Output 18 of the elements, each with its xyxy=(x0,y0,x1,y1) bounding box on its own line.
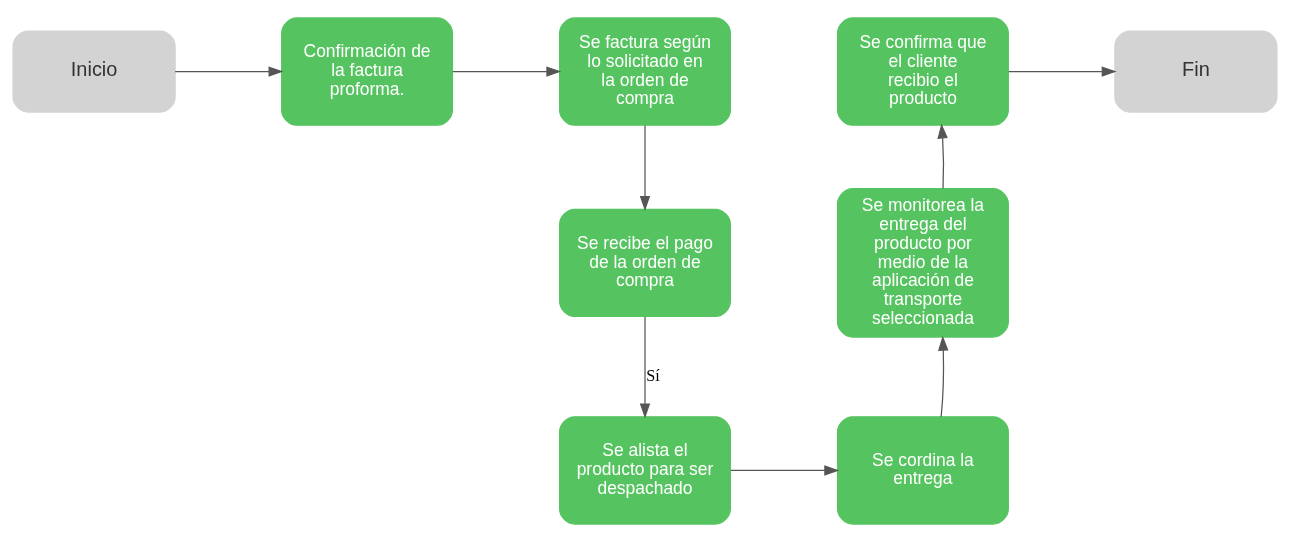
node-box: Se factura según lo solicitado en la orden de compra xyxy=(559,17,731,126)
arrow xyxy=(639,316,651,419)
node-box: Inicio xyxy=(12,30,176,113)
node-box: Se monitorea la entrega del producto por medio de la aplicación de transporte seleccionada xyxy=(836,188,1009,338)
node-box: Se cordina la entrega xyxy=(836,416,1009,525)
node-box: Confirmación de la factura proforma. xyxy=(281,17,454,126)
arrow xyxy=(730,465,840,476)
node-box: Se confirma que el cliente recibio el producto xyxy=(836,17,1009,126)
arrow xyxy=(639,124,651,211)
arrow xyxy=(452,66,562,77)
node-box: Fin xyxy=(1114,30,1278,113)
node-box: Se recibe el pago de la orden de compra xyxy=(559,208,731,318)
edge-label: Sí xyxy=(646,367,660,386)
arrow xyxy=(1008,66,1117,77)
node-box: Se alista el producto para ser despachado xyxy=(559,416,731,525)
arrow xyxy=(938,335,949,418)
arrow xyxy=(174,66,284,77)
arrow xyxy=(937,123,948,190)
